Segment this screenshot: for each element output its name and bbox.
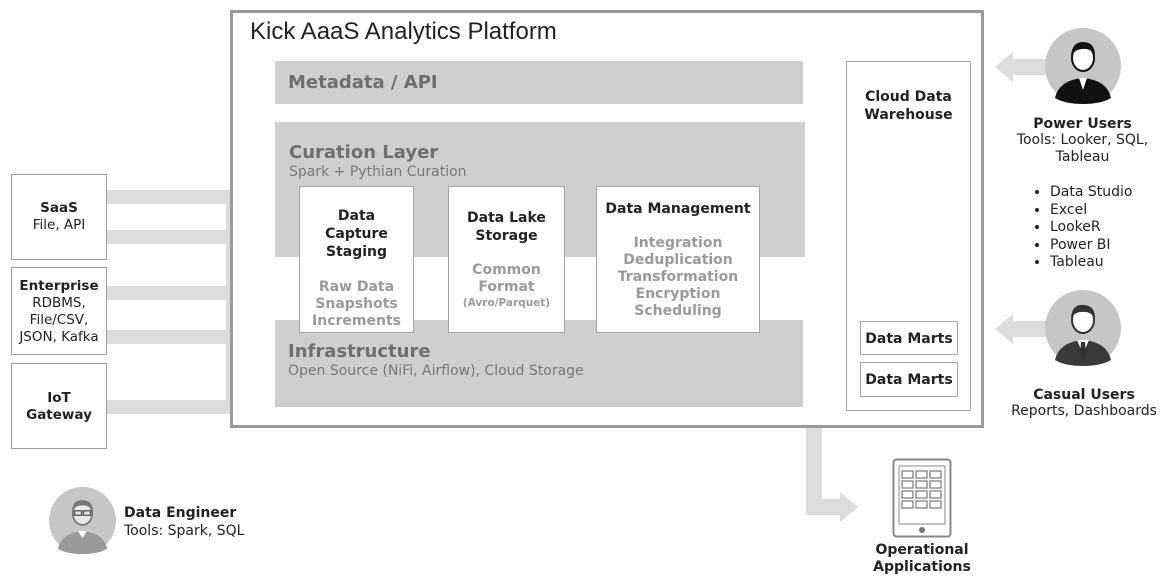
stage-line: Common [472,262,541,278]
casual-user-avatar-icon [1045,290,1121,366]
power-user-avatar-icon [1045,28,1121,104]
infrastructure-title: Infrastructure [288,341,431,362]
stage-line: Deduplication [623,252,733,268]
metadata-api-band [275,61,803,104]
list-item: LookeR [1050,219,1132,237]
data-lake-storage-box: Data Lake Storage Common Format (Avro/Pa… [448,186,565,333]
source-title: IoT [47,390,71,406]
data-management-box: Data Management Integration Deduplicatio… [596,186,760,333]
data-lake-storage-title: Data Lake Storage [467,210,546,244]
casual-users-desc: Reports, Dashboards [1011,403,1157,419]
platform-title: Kick AaaS Analytics Platform [250,18,557,45]
data-marts-box: Data Marts [860,362,958,397]
infrastructure-subtitle: Open Source (NiFi, Airflow), Cloud Stora… [288,363,584,379]
stage-note: (Avro/Parquet) [462,297,551,309]
data-management-title: Data Management [605,201,751,217]
data-marts-box: Data Marts [860,321,958,355]
tablet-icon [892,458,952,538]
source-line: File/CSV, [29,312,89,328]
cloud-data-warehouse: Cloud Data Warehouse [846,61,971,411]
data-marts-label: Data Marts [865,331,953,347]
data-engineer-title: Data Engineer [124,505,237,521]
stage-line: Snapshots [315,296,398,312]
stage-line: Raw Data [318,279,395,295]
source-line: JSON, Kafka [19,329,99,345]
casual-users-title: Casual Users [1033,387,1135,403]
casual-users-label: Casual Users Reports, Dashboards [1003,387,1165,419]
source-title: Enterprise [19,278,99,294]
list-item: Power BI [1050,237,1132,255]
curation-layer-title: Curation Layer [289,142,439,163]
source-saas: SaaS File, API [11,174,107,260]
source-line: Gateway [26,407,92,423]
data-marts-label: Data Marts [865,372,953,388]
power-users-title: Power Users [1033,116,1132,132]
operational-applications-label: Operational Applications [873,542,971,575]
list-item: Excel [1050,202,1132,220]
source-line: RDBMS, [32,295,86,311]
power-users-tool-list: Data Studio Excel LookeR Power BI Tablea… [1030,184,1132,272]
power-users-label: Power Users Tools: Looker, SQL, Tableau [1005,116,1160,166]
source-enterprise: Enterprise RDBMS, File/CSV, JSON, Kafka [11,267,107,355]
stage-line: Transformation [617,269,739,285]
curation-layer-subtitle: Spark + Pythian Curation [289,164,467,180]
stage-line: Encryption [635,286,721,302]
stage-line: Format [478,279,535,295]
source-line: File, API [32,217,86,233]
data-capture-staging-box: Data Capture Staging Raw Data Snapshots … [299,186,414,333]
stage-line: Increments [312,313,401,329]
stage-line: Integration [633,235,723,251]
cloud-data-warehouse-title: Cloud Data Warehouse [864,89,953,123]
source-iot: IoT Gateway [11,363,107,449]
metadata-api-title: Metadata / API [288,72,438,93]
stage-line: Scheduling [634,303,722,319]
data-capture-staging-title: Data Capture Staging [325,208,388,260]
power-users-tools: Tools: Looker, SQL, Tableau [1016,132,1149,165]
data-engineer-label: Data Engineer Tools: Spark, SQL [124,504,244,540]
data-engineer-tools: Tools: Spark, SQL [124,523,245,539]
list-item: Data Studio [1050,184,1132,202]
source-title: SaaS [40,200,78,216]
data-engineer-avatar-icon [49,487,116,554]
list-item: Tableau [1050,254,1132,272]
infrastructure-band [275,320,803,407]
